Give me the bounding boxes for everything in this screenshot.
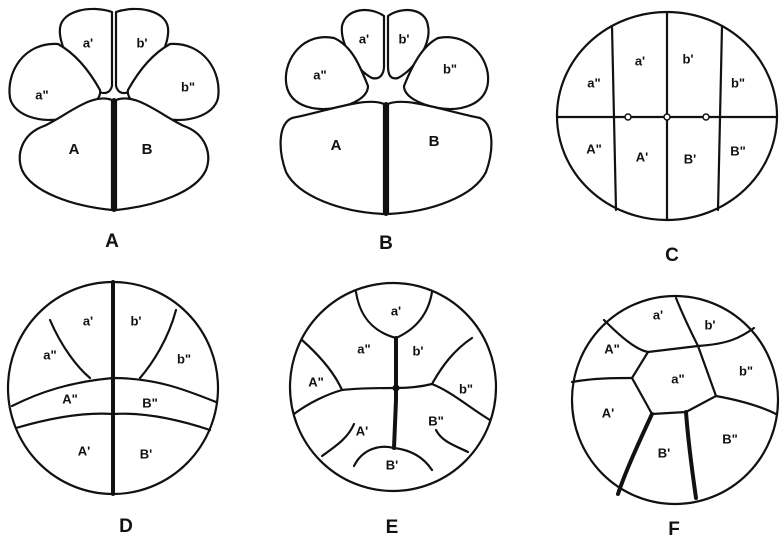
cell-label: b' (682, 51, 693, 66)
cell-wall (602, 318, 650, 354)
cell-label: a" (313, 67, 326, 82)
cell-label: A' (78, 443, 90, 458)
cell-label: B' (386, 457, 398, 472)
cell-label: B (142, 141, 153, 158)
cell-label: A (331, 137, 342, 154)
cell-label: A" (586, 141, 602, 156)
cell-label: a' (391, 303, 401, 318)
figure-caption: A (105, 231, 119, 252)
cell-label: b' (412, 343, 423, 358)
cell-label: a" (357, 341, 370, 356)
cell-label: b" (459, 381, 473, 396)
cell-label: A" (62, 391, 78, 406)
cell-label: b' (136, 35, 147, 50)
cell-wall (696, 326, 756, 348)
cell-wall (320, 422, 356, 458)
cell-label: A" (604, 341, 620, 356)
figure-c: a" a' b' b" A" A' B' B" C (555, 10, 779, 266)
cleavage-furrow (684, 410, 698, 500)
intercellular-space (663, 113, 671, 121)
cell-label: a" (587, 75, 600, 90)
cell-wall (434, 428, 470, 454)
cell-label: a" (671, 371, 684, 386)
cell-wall (352, 445, 434, 472)
figure-caption: F (668, 519, 680, 540)
cell-label: a' (83, 313, 93, 328)
cleavage-furrow (616, 412, 654, 496)
cell-B (114, 97, 210, 212)
cell-label: B" (730, 143, 746, 158)
figure-a: a' b' a" b" A B A (8, 7, 220, 252)
junction-dot (392, 384, 400, 392)
cleavage-furrow (392, 336, 398, 450)
cell-A (18, 97, 114, 212)
intercellular-space (624, 113, 632, 121)
cell-label: a" (43, 347, 56, 362)
cell-wall (570, 376, 634, 384)
cell-label: b" (443, 61, 457, 76)
cell-label: B" (722, 431, 738, 446)
cell-label: A' (356, 423, 368, 438)
cell-label: b" (181, 79, 195, 94)
embryo-outline (570, 294, 780, 506)
cell-label: a' (83, 35, 93, 50)
cell-label: b' (130, 313, 141, 328)
cell-label: B (429, 133, 440, 150)
cell-wall (716, 24, 724, 212)
figure-b: a' b' a" b" A B B (279, 8, 493, 254)
figure-f: a' b' A" a" b" A' B" B' F (570, 294, 780, 540)
cell-wall (138, 308, 178, 380)
cell-label: b" (177, 351, 191, 366)
figure-caption: D (119, 516, 133, 537)
cell-wall (610, 24, 618, 212)
figure-e: a' a" b' A" b" A' B" B' E (288, 281, 498, 538)
cell-wall (714, 394, 778, 416)
cell-wall (300, 338, 344, 392)
cell-label: b' (398, 31, 409, 46)
cell-label: b' (704, 317, 715, 332)
cell-label: b" (731, 75, 745, 90)
intercellular-space (702, 113, 710, 121)
cell-label: a" (35, 87, 48, 102)
cell-label: A' (636, 149, 648, 164)
cell-label: A' (602, 405, 614, 420)
cell-label: a' (635, 53, 645, 68)
figure-caption: B (379, 233, 393, 254)
figure-caption: C (665, 245, 679, 266)
cell-label: B' (140, 446, 152, 461)
cell-label: B" (142, 395, 158, 410)
cell-label: B" (428, 413, 444, 428)
cell-wall (430, 336, 474, 386)
cell-label: a' (359, 31, 369, 46)
figure-d: a' b' a" b" A" B" A' B' D (6, 280, 220, 537)
cell-label: B' (684, 151, 696, 166)
figure-caption: E (386, 517, 399, 538)
cell-label: A" (308, 374, 324, 389)
cell-wall (48, 318, 92, 380)
cell-A (279, 100, 386, 216)
cell-label: b" (739, 363, 753, 378)
cell-label: A (69, 141, 80, 158)
cell-wall (674, 296, 700, 348)
cell-label: B' (658, 445, 670, 460)
cell-label: a' (653, 307, 663, 322)
cell-B (386, 100, 493, 216)
